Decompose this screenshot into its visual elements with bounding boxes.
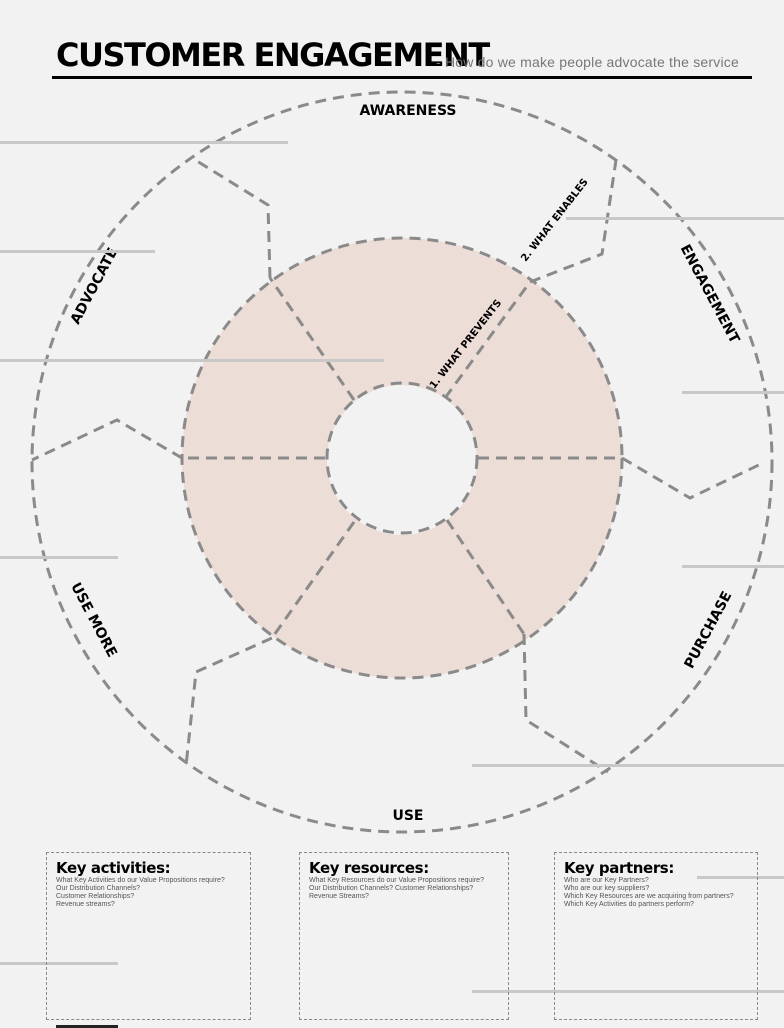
guide-line: [472, 990, 784, 993]
stage-label-awareness: AWARENESS: [359, 103, 456, 119]
connector-line: [529, 159, 618, 284]
connector-line: [191, 156, 272, 279]
key-resources-box[interactable]: Key resources: What Key Resources do our…: [299, 852, 509, 1020]
guide-line: [472, 764, 784, 767]
guide-line: [0, 359, 384, 362]
spoke-line: [445, 519, 526, 635]
guide-line: [0, 141, 288, 144]
spoke-line: [268, 277, 356, 401]
title-rule: [52, 76, 752, 79]
stage-label-purchase: PURCHASE: [681, 589, 735, 671]
box-question: Who are our key suppliers?: [564, 885, 650, 892]
box-question: What Key Resources do our Value Proposit…: [309, 877, 484, 884]
box-question: Our Distribution Channels?: [56, 885, 141, 892]
spoke-line: [443, 281, 532, 399]
center-circle: [325, 381, 479, 535]
box-question: What Key Activities do our Value Proposi…: [56, 877, 225, 884]
box-question: Customer Relationships?: [56, 893, 135, 900]
box-question: Which Key Activities do partners perform…: [564, 901, 694, 908]
guide-line: [566, 217, 784, 220]
box-question: Our Distribution Channels? Customer Rela…: [309, 885, 474, 892]
box-question: Which Key Resources are we acquiring fro…: [564, 893, 734, 900]
guide-line: [0, 962, 118, 965]
connector-line: [621, 456, 766, 500]
page-subtitle: - How do we make people advocate the ser…: [436, 54, 739, 70]
guide-line: [0, 250, 155, 253]
connector-line: [184, 636, 273, 767]
box-title: Key resources:: [309, 859, 429, 877]
box-question: Revenue Streams?: [309, 893, 369, 900]
page-title: CUSTOMER ENGAGEMENT: [56, 36, 490, 74]
page-tab-marker: [56, 1025, 118, 1028]
connector-line: [522, 633, 609, 774]
connector-line: [31, 418, 183, 462]
ring-label-what-enables: 2. WHAT ENABLES: [519, 177, 590, 264]
spoke-line: [270, 521, 356, 639]
guide-line: [697, 876, 784, 879]
key-partners-box[interactable]: Key partners: Who are our Key Partners? …: [554, 852, 758, 1020]
stage-label-use: USE: [392, 808, 423, 824]
stage-label-use-more: USE MORE: [67, 580, 120, 660]
guide-line: [682, 565, 784, 568]
box-question: Revenue streams?: [56, 901, 115, 908]
key-activities-box[interactable]: Key activities: What Key Activities do o…: [46, 852, 251, 1020]
box-title: Key activities:: [56, 859, 171, 877]
inner-ring: [181, 238, 622, 678]
box-title: Key partners:: [564, 859, 674, 877]
box-question: Who are our Key Partners?: [564, 877, 649, 884]
outer-ring: [30, 90, 774, 834]
guide-line: [682, 391, 784, 394]
guide-line: [0, 556, 118, 559]
